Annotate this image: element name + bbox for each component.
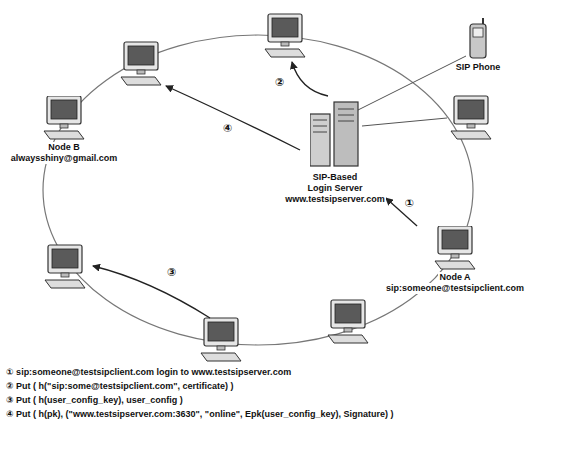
- sip-phone-node: SIP Phone: [455, 18, 501, 73]
- computer-icon: [265, 14, 305, 57]
- callout-number: ①: [404, 197, 415, 209]
- client-node: Node Balwaysshiny@gmail.com: [10, 96, 118, 164]
- computer-icon: [44, 96, 84, 139]
- computer-icon: [121, 42, 161, 85]
- step-note: ③ Put ( h(user_config_key), user_config …: [6, 394, 183, 406]
- ring-link: [43, 35, 473, 345]
- node-icon: [41, 96, 87, 140]
- message-arrow: [292, 62, 328, 96]
- node-title: Node A: [438, 272, 471, 283]
- step-note: ① sip:someone@testsipclient.com login to…: [6, 366, 291, 378]
- callout-number: ③: [166, 266, 177, 278]
- message-arrow: [166, 86, 300, 150]
- computer-icon: [201, 318, 241, 361]
- network-link: [362, 118, 447, 126]
- callout-number: ②: [274, 76, 285, 88]
- computer-icon: [435, 226, 475, 269]
- client-node: Node Asip:someone@testsipclient.com: [385, 226, 525, 294]
- network-link: [358, 56, 466, 110]
- node-title: SIP Phone: [455, 62, 501, 73]
- callout-number: ④: [222, 122, 233, 134]
- node-address: www.testsipserver.com: [284, 194, 386, 205]
- node-address: alwaysshiny@gmail.com: [10, 153, 118, 164]
- phone-icon: [470, 18, 486, 58]
- server-icon: [310, 102, 358, 166]
- computer-icon: [328, 300, 368, 343]
- step-note: ② Put ( h("sip:some@testsipclient.com", …: [6, 380, 233, 392]
- node-icon: [469, 18, 487, 60]
- computer-icon: [451, 96, 491, 139]
- node-icon: [432, 226, 478, 270]
- step-note: ④ Put ( h(pk), ("www.testsipserver.com:3…: [6, 408, 393, 420]
- node-title: SIP-Based Login Server: [303, 172, 367, 194]
- message-arrow: [93, 266, 210, 318]
- node-icon: [310, 100, 360, 170]
- login-server-node: SIP-Based Login Serverwww.testsipserver.…: [284, 100, 386, 205]
- node-address: sip:someone@testsipclient.com: [385, 283, 525, 294]
- node-title: Node B: [47, 142, 81, 153]
- message-arrow: [386, 198, 417, 226]
- computer-icon: [45, 245, 85, 288]
